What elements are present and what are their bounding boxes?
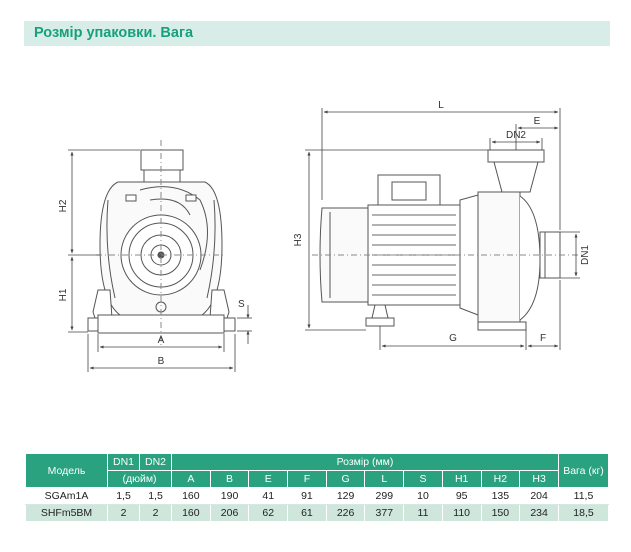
header-col-l: L <box>364 470 405 488</box>
side-view-dimensions <box>305 108 580 350</box>
dim-label-g: G <box>449 333 457 344</box>
header-col-h2: H2 <box>480 470 521 488</box>
cell-l: 299 <box>364 487 405 505</box>
header-col-e: E <box>248 470 289 488</box>
header-inch: (дюйм) <box>107 470 172 488</box>
cell-h1: 110 <box>441 504 482 522</box>
header-col-s: S <box>403 470 443 488</box>
cell-dn1: 2 <box>107 504 140 522</box>
cell-s: 11 <box>403 504 443 522</box>
cell-g: 129 <box>325 487 366 505</box>
header-col-b: B <box>209 470 250 488</box>
cell-s: 10 <box>403 487 443 505</box>
table-row: SGAm1A 1,5 1,5 160 190 41 91 129 299 10 … <box>25 487 609 505</box>
cell-model: SHFm5BM <box>25 504 108 522</box>
cell-a: 160 <box>171 504 211 522</box>
cell-h2: 150 <box>480 504 521 522</box>
header-model: Модель <box>25 453 108 488</box>
dim-label-s: S <box>238 299 245 310</box>
cell-b: 206 <box>209 504 250 522</box>
header-dn2: DN2 <box>139 453 172 471</box>
header-weight: Вага (кг) <box>558 453 609 488</box>
section-header: Розмір упаковки. Вага <box>24 21 610 46</box>
header-col-h3: H3 <box>519 470 559 488</box>
table-row: SHFm5BM 2 2 160 206 62 61 226 377 11 110… <box>25 504 609 522</box>
front-view-dimensions <box>68 149 252 372</box>
cell-g: 226 <box>325 504 366 522</box>
cell-dn2: 1,5 <box>139 487 172 505</box>
dim-label-dn1: DN1 <box>580 245 591 265</box>
cell-weight: 11,5 <box>558 487 609 505</box>
cell-a: 160 <box>171 487 211 505</box>
cell-b: 190 <box>209 487 250 505</box>
cell-h3: 234 <box>519 504 559 522</box>
dim-label-l: L <box>438 100 444 111</box>
dim-label-f: F <box>540 333 546 344</box>
cell-f: 91 <box>287 487 327 505</box>
header-col-h1: H1 <box>441 470 482 488</box>
dim-label-dn2: DN2 <box>506 130 526 141</box>
cell-l: 377 <box>364 504 405 522</box>
side-view <box>312 149 585 331</box>
dim-label-b: B <box>158 356 165 367</box>
header-col-a: A <box>171 470 211 488</box>
dimensions-table: Модель DN1 DN2 Розмір (мм) Вага (кг) (дю… <box>25 453 609 522</box>
dim-label-h3: H3 <box>293 233 304 246</box>
cell-weight: 18,5 <box>558 504 609 522</box>
dim-label-h2: H2 <box>58 199 69 212</box>
cell-h2: 135 <box>480 487 521 505</box>
cell-f: 61 <box>287 504 327 522</box>
cell-dn2: 2 <box>139 504 172 522</box>
dim-label-e: E <box>534 116 541 127</box>
cell-model: SGAm1A <box>25 487 108 505</box>
table-header: Модель DN1 DN2 Розмір (мм) Вага (кг) (дю… <box>25 453 609 488</box>
cell-dn1: 1,5 <box>107 487 140 505</box>
technical-drawing: H2 H1 S A B <box>58 100 591 372</box>
cell-e: 62 <box>248 504 289 522</box>
dim-label-a: A <box>158 335 165 346</box>
front-view <box>87 140 236 345</box>
header-size: Розмір (мм) <box>171 453 559 471</box>
header-dn1: DN1 <box>107 453 140 471</box>
cell-h1: 95 <box>441 487 482 505</box>
cell-h3: 204 <box>519 487 559 505</box>
cell-e: 41 <box>248 487 289 505</box>
header-col-g: G <box>325 470 366 488</box>
section-title: Розмір упаковки. Вага <box>34 25 194 41</box>
header-col-f: F <box>287 470 327 488</box>
dim-label-h1: H1 <box>58 288 69 301</box>
